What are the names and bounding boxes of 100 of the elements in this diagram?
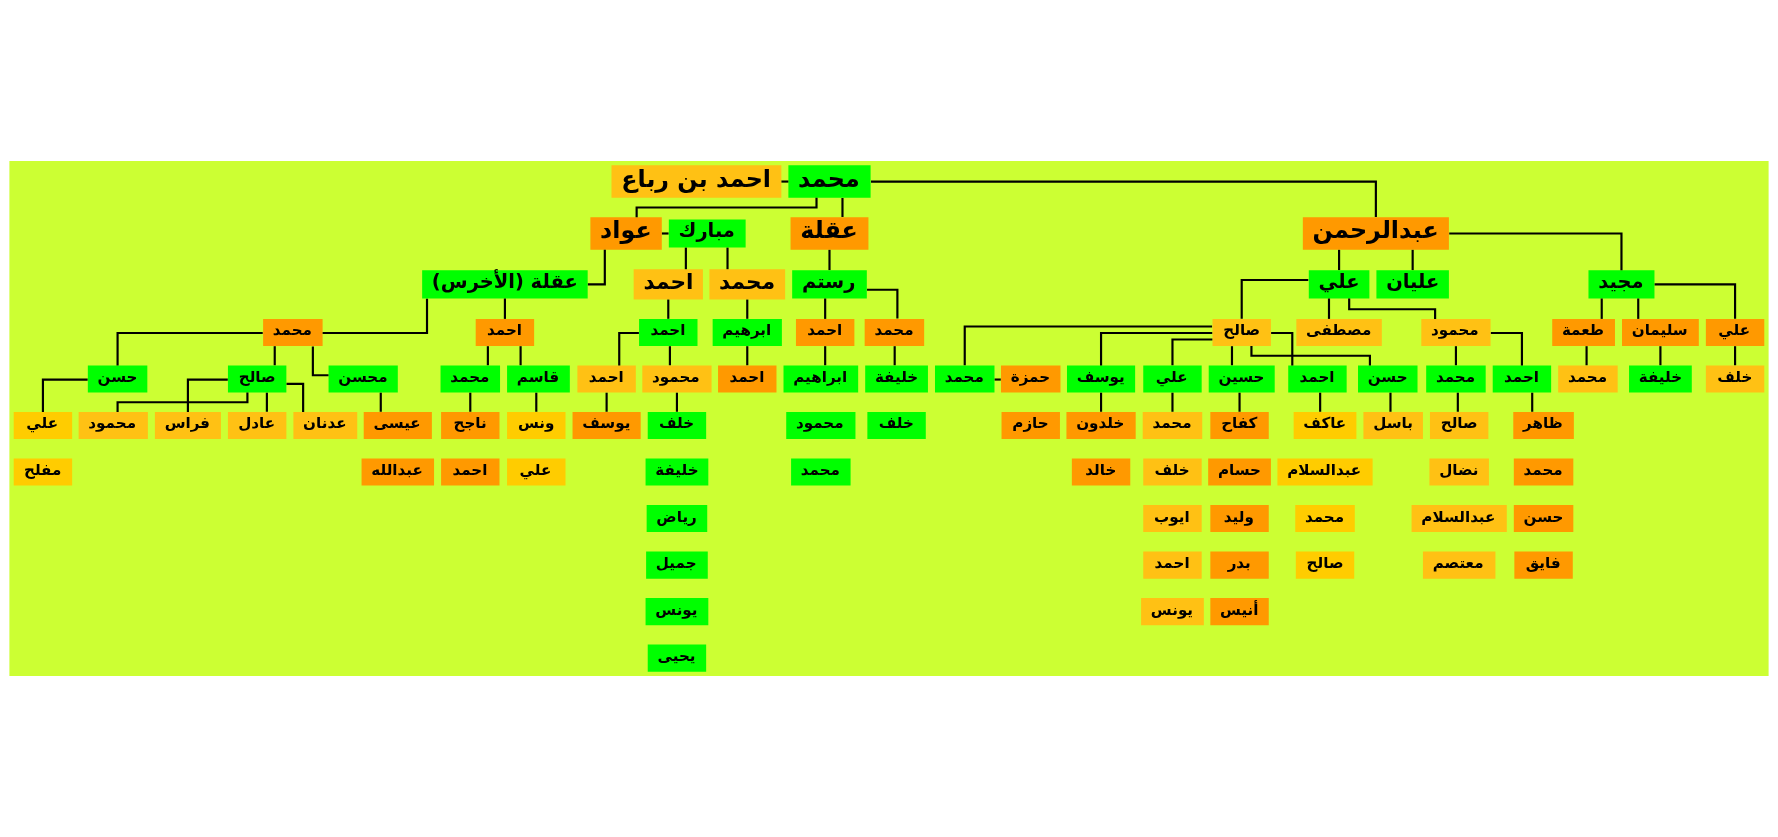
node-box: رياض — [646, 505, 708, 533]
node-box: عادل — [227, 412, 287, 440]
node-box: عبدالله — [361, 458, 435, 486]
connector — [746, 299, 749, 319]
node-box: محمد — [709, 269, 786, 300]
node-box: يحيى — [647, 644, 707, 672]
connector — [746, 346, 749, 366]
node-box: علي — [1308, 270, 1370, 299]
node-box: محمد — [263, 318, 323, 346]
node-box: محمد — [1558, 365, 1618, 393]
connector — [828, 249, 831, 271]
node-box: احمد — [639, 318, 698, 346]
node-box: محمد — [1142, 412, 1203, 440]
node-box: مبارك — [668, 219, 746, 248]
connector — [469, 392, 472, 412]
node-box: ابراهيم — [783, 365, 859, 393]
node-box: علي — [1705, 318, 1765, 346]
node-box: محمد — [788, 165, 871, 198]
node-box: محمد — [935, 365, 995, 393]
node-box: خلدون — [1066, 412, 1136, 440]
node-box: احمد — [475, 318, 535, 346]
node-box: احمد — [1492, 365, 1552, 393]
node-box: احمد — [718, 365, 777, 393]
node-box: محمد — [791, 458, 851, 486]
connector — [661, 232, 669, 235]
node-box: صالح — [1429, 412, 1489, 440]
connector — [684, 247, 687, 270]
node-box: حازم — [1001, 412, 1060, 440]
connector — [1734, 346, 1737, 366]
node-box: حسن — [1513, 505, 1574, 533]
connector — [675, 392, 679, 412]
node-box: بدر — [1210, 551, 1269, 579]
connector — [519, 346, 522, 366]
connector — [605, 392, 608, 412]
node-box: مفلح — [13, 458, 73, 486]
connector — [1600, 298, 1603, 319]
connector — [116, 331, 263, 366]
node-box: صالح — [227, 365, 287, 393]
connector — [824, 298, 827, 319]
node-box: محمد — [440, 365, 501, 393]
node-box: علي — [13, 412, 73, 440]
node-box: عليان — [1376, 270, 1449, 299]
node-box: عقلة (الأخرس) — [422, 270, 588, 299]
node-box: خالد — [1071, 458, 1131, 486]
connector — [587, 249, 606, 286]
node-box: سليمان — [1622, 318, 1699, 346]
node-box: احمد — [577, 365, 636, 393]
connector — [1449, 232, 1623, 271]
connector — [1411, 249, 1414, 271]
node-box: وليد — [1210, 505, 1269, 533]
connector — [503, 298, 506, 319]
node-box: محمود — [78, 412, 148, 440]
node-box: قاسم — [507, 365, 570, 393]
connector — [871, 180, 1377, 218]
connector — [1319, 392, 1322, 412]
connector — [1490, 331, 1523, 366]
node-box: خلف — [1143, 458, 1202, 486]
node-box: محمود — [786, 412, 856, 440]
connector — [1637, 298, 1640, 319]
node-box: محمد — [864, 318, 925, 346]
node-box: باسل — [1363, 412, 1423, 440]
node-box: احمد — [633, 269, 703, 300]
node-box: رستم — [792, 270, 867, 299]
connector — [311, 346, 329, 377]
connector — [1327, 298, 1331, 319]
node-box: محسن — [328, 365, 398, 393]
connector — [1338, 249, 1341, 271]
node-box: عواد — [590, 217, 662, 250]
connector — [1171, 338, 1213, 366]
node-box: فايق — [1514, 551, 1573, 579]
node-box: طعمة — [1552, 318, 1615, 346]
connector — [781, 180, 789, 183]
connector — [116, 392, 249, 412]
node-box: علي — [1143, 365, 1202, 393]
connector — [1100, 392, 1103, 412]
connector — [1271, 331, 1294, 366]
node-box: محمود — [1421, 318, 1491, 346]
connector — [1456, 392, 1459, 412]
connector — [1238, 392, 1241, 412]
node-box: محمد — [1426, 365, 1486, 393]
node-box: خليفة — [645, 458, 709, 486]
node-box: احمد — [1143, 551, 1202, 579]
node-box: مجيد — [1588, 270, 1655, 299]
node-box: يوسف — [1067, 365, 1136, 393]
connector — [1389, 392, 1392, 412]
connector — [41, 378, 88, 412]
node-box: مصطفى — [1296, 318, 1382, 346]
connector — [963, 325, 1213, 366]
node-box: احمد بن رباع — [611, 165, 782, 198]
node-box: خليفة — [865, 365, 928, 393]
connector — [841, 198, 844, 217]
connector — [867, 288, 899, 319]
connector — [726, 247, 729, 270]
node-box: يونس — [645, 598, 709, 626]
node-box: محمد — [1295, 505, 1355, 533]
node-box: حسن — [87, 365, 148, 393]
node-box: علي — [507, 458, 566, 486]
node-box: ونس — [507, 412, 566, 440]
node-box: نضال — [1429, 458, 1489, 486]
node-box: محمود — [642, 365, 712, 393]
